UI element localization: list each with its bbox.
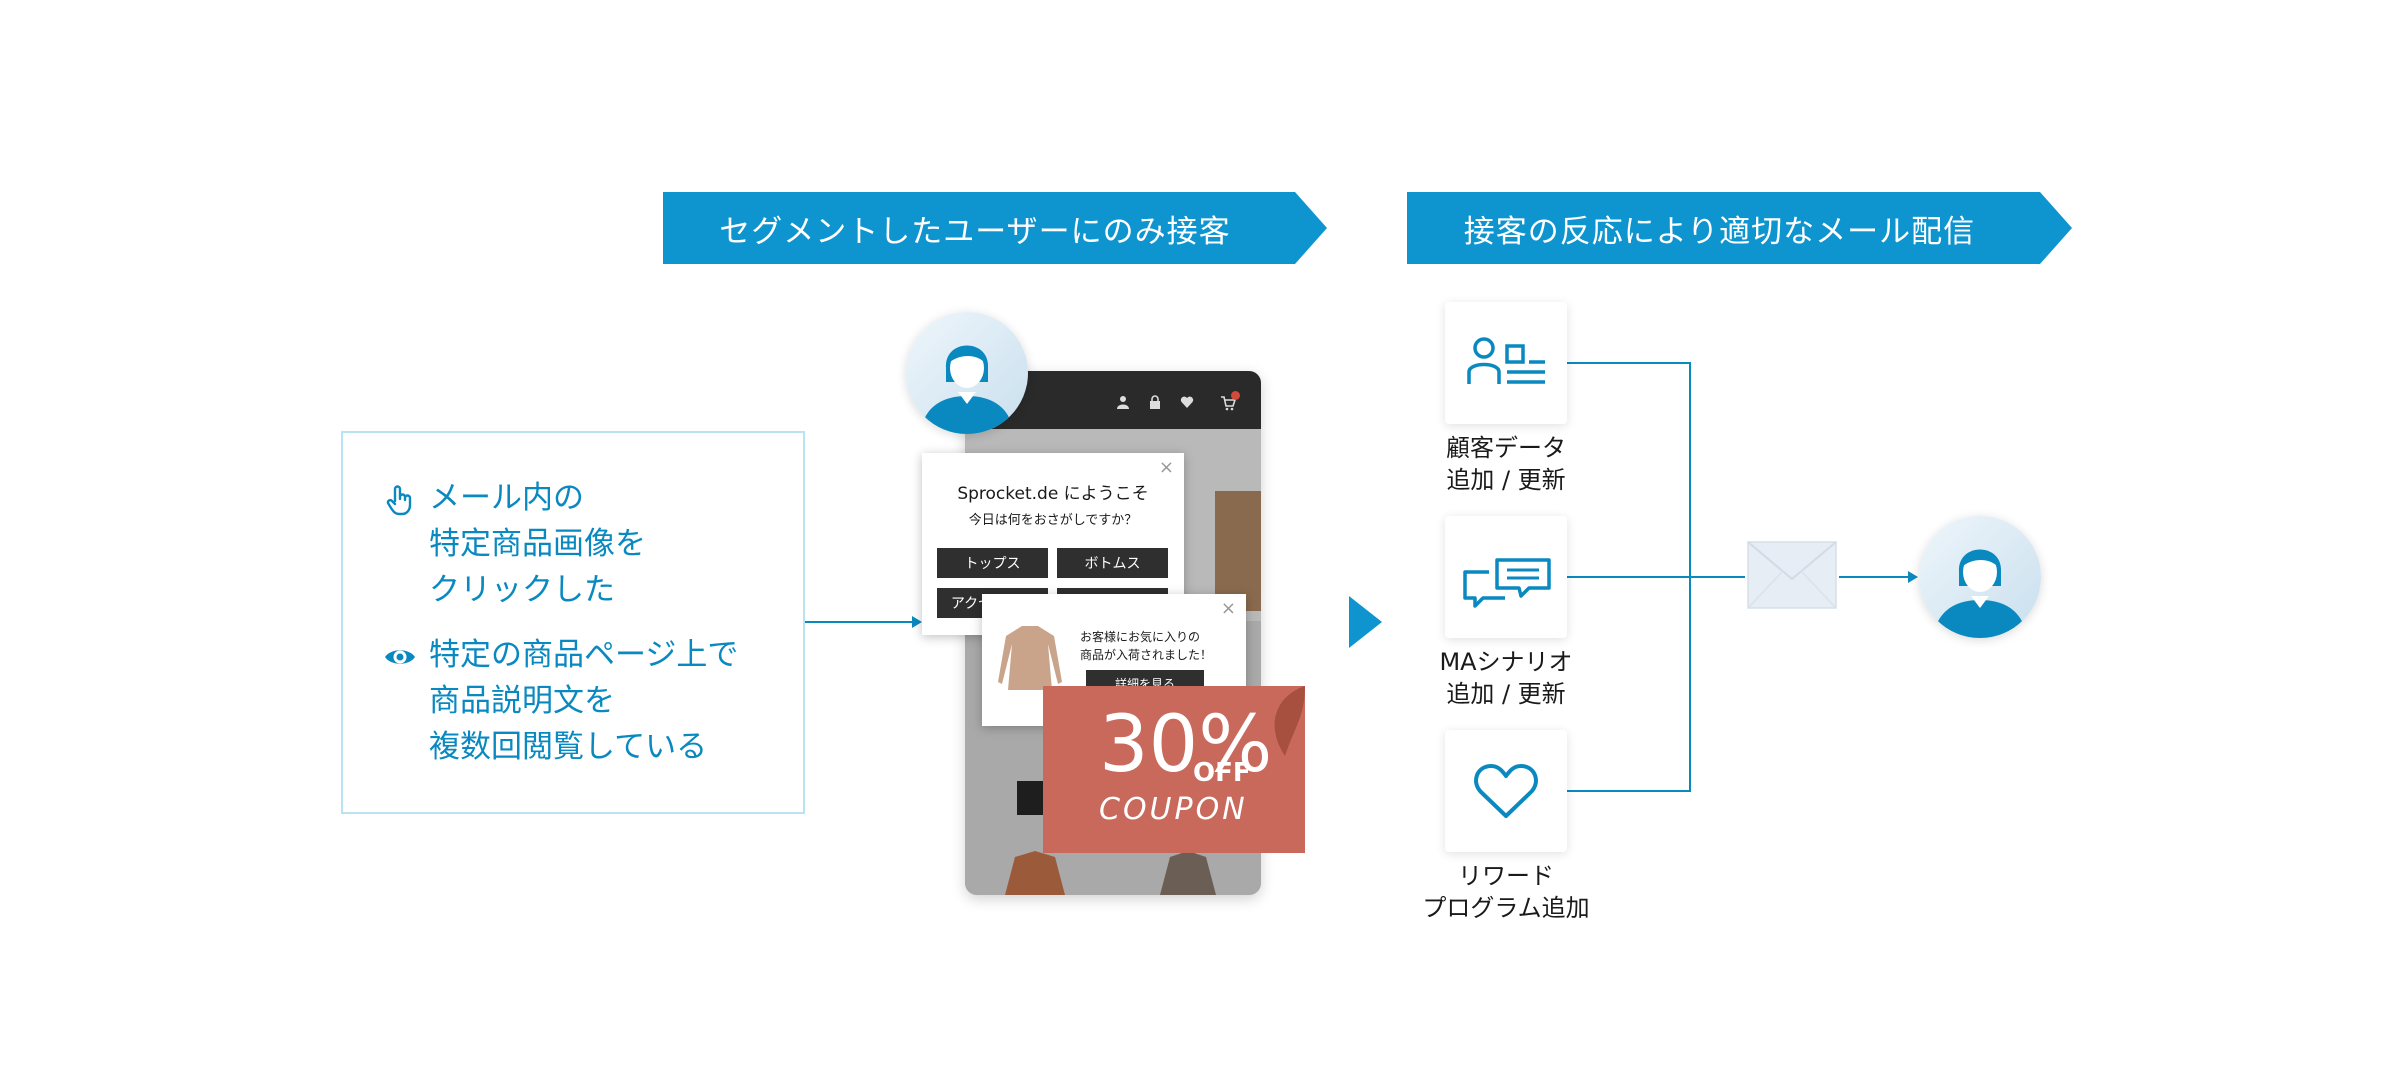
popup-title: Sprocket.de にようこそ [957, 484, 1149, 504]
trigger-conditions-box: メール内の 特定商品画像を クリックした 特定の商品ページ上で 商品説明文を 複… [341, 431, 805, 814]
customer-data-icon [1467, 337, 1545, 384]
category-button-bottoms[interactable]: ボトムス [1057, 548, 1168, 578]
banner-arrow-shape [663, 192, 1327, 264]
chat-message-icon [1463, 558, 1551, 608]
heart-icon [1474, 764, 1538, 818]
coupon-percent: 30% [1099, 700, 1273, 790]
user-avatar-icon [1919, 516, 2041, 638]
user-icon [1117, 396, 1129, 409]
banner-segment: セグメントしたユーザーにのみ接客 [663, 192, 1327, 264]
pointer-hand-icon [386, 485, 412, 516]
heart-icon [1180, 396, 1194, 408]
user-avatar-mail [1919, 516, 2041, 638]
banner-segment-label: セグメントしたユーザーにのみ接客 [719, 213, 1231, 250]
popup-close-button[interactable]: × [1158, 457, 1174, 478]
lock-icon [1150, 395, 1160, 409]
eye-icon [385, 650, 415, 664]
envelope-icon [1747, 541, 1837, 609]
action-reward [1445, 730, 1567, 852]
cart-badge [1231, 391, 1240, 400]
banner-arrow-shape [1407, 192, 2072, 264]
action-customer-data-label: 顧客データ 追加 / 更新 [1446, 434, 1566, 494]
action-ma-scenario-label: MAシナリオ 追加 / 更新 [1439, 648, 1573, 708]
user-avatar-icon [906, 312, 1028, 434]
product-thumbnails [1005, 851, 1216, 895]
trigger-click-text: メール内の 特定商品画像を クリックした [429, 480, 646, 608]
trigger-click: メール内の 特定商品画像を クリックした [383, 475, 646, 613]
trigger-view: 特定の商品ページ上で 商品説明文を 複数回閲覧している [383, 632, 738, 770]
restock-close-button[interactable]: × [1220, 598, 1236, 619]
user-avatar-segment [906, 312, 1028, 434]
category-button-tops[interactable]: トップス [937, 548, 1048, 578]
action-reward-label: リワード プログラム追加 [1422, 862, 1590, 922]
coupon-banner: 30% OFF COUPON [1043, 686, 1305, 853]
banner-mail-label: 接客の反応により適切なメール配信 [1463, 213, 1976, 250]
restock-line-2: 商品が入荷されました！ [1080, 648, 1213, 662]
action-customer-data [1445, 302, 1567, 424]
trigger-view-text: 特定の商品ページ上で 商品説明文を 複数回閲覧している [429, 637, 739, 765]
coupon-off: OFF [1193, 758, 1251, 788]
banner-mail: 接客の反応により適切なメール配信 [1407, 192, 2072, 264]
restock-line-1: お客様にお気に入りの [1080, 630, 1201, 644]
popup-subtitle: 今日は何をおさがしですか？ [968, 513, 1138, 528]
product-photo [1215, 491, 1261, 611]
cart-icon [1221, 396, 1236, 411]
leaf-decoration [1274, 686, 1305, 756]
action-ma-scenario [1445, 516, 1567, 638]
coupon-word: COUPON [1099, 792, 1248, 827]
sweater-thumbnail [998, 626, 1062, 690]
shop-button [1017, 781, 1043, 815]
